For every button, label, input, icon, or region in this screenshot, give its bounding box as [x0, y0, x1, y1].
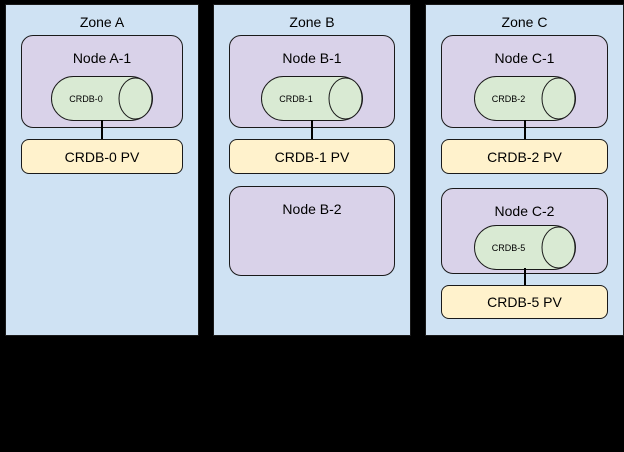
connector-crdb-0-to-pv [101, 120, 103, 140]
crdb-0-pod: CRDB-0 [51, 76, 153, 121]
database-cylinder-icon [51, 76, 153, 121]
node-c-2: Node C-2 CRDB-5 [441, 188, 608, 274]
node-c-1: Node C-1 CRDB-2 [441, 35, 608, 128]
crdb-2-label: CRDB-2 [491, 93, 526, 104]
crdb-1-label: CRDB-1 [279, 93, 313, 104]
crdb-5-pv-box: CRDB-5 PV [441, 285, 608, 319]
zone-b-label: Zone B [289, 14, 335, 30]
connector-crdb-2-to-pv [523, 120, 526, 140]
cylinder-face-shape [541, 77, 575, 120]
cylinder-face-shape [541, 226, 575, 269]
database-cylinder-icon [261, 76, 363, 121]
node-c-1-label: Node C-1 [494, 50, 555, 66]
database-cylinder-icon [473, 225, 576, 270]
node-b-1-label: Node B-1 [282, 50, 342, 66]
crdb-5-pod: CRDB-5 [473, 225, 576, 270]
zone-a-label: Zone A [79, 14, 125, 30]
crdb-2-pod: CRDB-2 [473, 76, 576, 121]
zone-a: Zone A Node A-1 CRDB-0 CRDB-0 PV [5, 4, 199, 336]
node-a-1-label: Node A-1 [72, 50, 132, 66]
node-b-2: Node B-2 [229, 186, 395, 276]
node-b-1: Node B-1 CRDB-1 [229, 35, 395, 128]
connector-crdb-5-to-pv [523, 268, 526, 285]
zone-b: Zone B Node B-1 CRDB-1 CRDB-1 PV Node B-… [213, 4, 411, 336]
node-c-2-label: Node C-2 [494, 203, 555, 219]
node-a-1: Node A-1 CRDB-0 [21, 35, 183, 128]
crdb-0-label: CRDB-0 [69, 93, 103, 104]
node-b-2-label: Node B-2 [282, 201, 342, 217]
database-cylinder-icon [473, 76, 576, 121]
connector-crdb-1-to-pv [311, 120, 313, 140]
crdb-5-label: CRDB-5 [491, 242, 526, 253]
crdb-1-pv-box: CRDB-1 PV [229, 139, 395, 174]
zone-c-label: Zone C [501, 14, 548, 30]
cylinder-face-shape [118, 77, 153, 120]
crdb-0-pv-box: CRDB-0 PV [21, 139, 183, 174]
crdb-2-pv-box: CRDB-2 PV [441, 139, 608, 174]
crdb-1-pod: CRDB-1 [261, 76, 363, 121]
zone-c: Zone C Node C-1 CRDB-2 CRDB-2 PV Node C-… [425, 4, 624, 336]
cylinder-face-shape [328, 77, 363, 120]
